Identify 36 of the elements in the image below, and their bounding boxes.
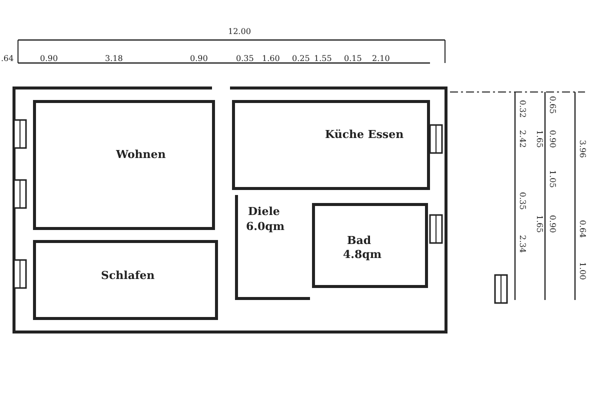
dimension-label: 0.90 <box>548 130 556 148</box>
room-name: Bad <box>347 234 372 247</box>
dimension-label: 1.00 <box>578 262 586 280</box>
dimension-label: 0.35 <box>518 192 526 210</box>
dimension-label: 0.15 <box>344 55 362 63</box>
room-outline <box>232 100 430 190</box>
room-outline <box>33 100 215 230</box>
room-area: 4.8qm <box>343 248 382 261</box>
dimension-label: 3.96 <box>578 140 586 158</box>
room-outline <box>33 240 218 320</box>
dimension-label: 0.90 <box>548 215 556 233</box>
room-outline <box>235 195 310 300</box>
dimension-label: .64 <box>1 55 14 63</box>
dimension-label: 2.42 <box>518 130 526 148</box>
dimension-label: 2.34 <box>518 235 526 253</box>
room-name: Wohnen <box>116 148 166 161</box>
dimension-label: 3.18 <box>105 55 123 63</box>
dimension-label: 0.25 <box>292 55 310 63</box>
room-outline <box>312 203 428 288</box>
dimension-label: 1.55 <box>314 55 332 63</box>
room-name: Diele <box>248 205 280 218</box>
dimension-label: 2.10 <box>372 55 390 63</box>
dimension-label: 1.65 <box>535 215 543 233</box>
dimension-label: 1.05 <box>548 170 556 188</box>
dimension-label: 0.35 <box>236 55 254 63</box>
dimension-label: 0.64 <box>578 220 586 238</box>
room-name: Schlafen <box>101 269 155 282</box>
dimension-label: 1.60 <box>262 55 280 63</box>
dimension-label: 1.65 <box>535 130 543 148</box>
room-name: Küche Essen <box>325 128 404 141</box>
dimension-label: 12.00 <box>228 28 251 36</box>
room-area: 6.0qm <box>246 220 284 233</box>
dimension-label: 0.90 <box>190 55 208 63</box>
dimension-label: 0.90 <box>40 55 58 63</box>
dimension-label: 0.65 <box>548 96 556 114</box>
dimension-label: 0.32 <box>518 100 526 118</box>
